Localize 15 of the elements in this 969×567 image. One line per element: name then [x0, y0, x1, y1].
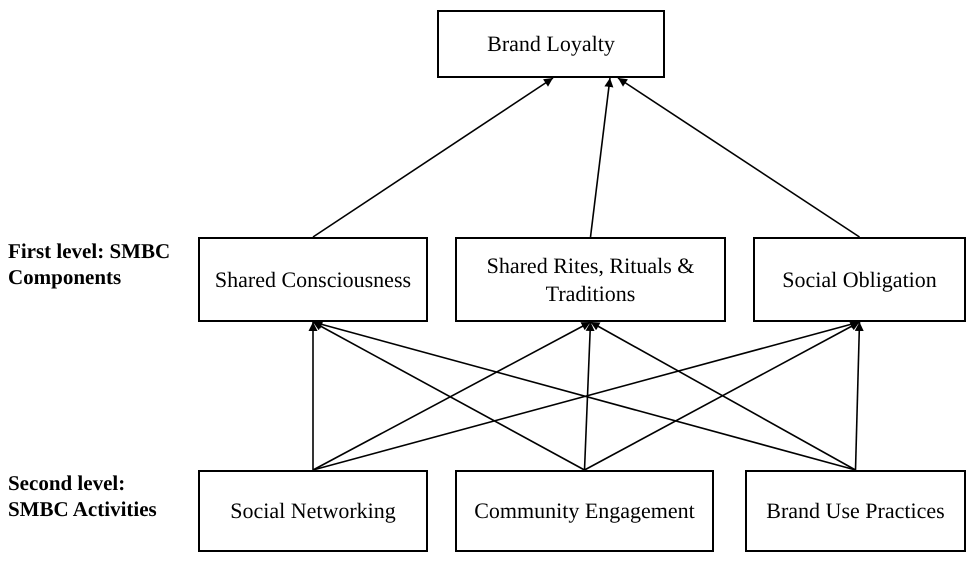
- level-label: Second level: SMBC Activities: [8, 470, 158, 522]
- level-label: First level: SMBC Components: [8, 238, 172, 290]
- concept-box: Shared Consciousness: [198, 237, 428, 322]
- concept-box: Community Engagement: [455, 470, 714, 552]
- concept-box: Brand Loyalty: [437, 10, 665, 78]
- concept-box: Shared Rites, Rituals & Traditions: [455, 237, 726, 322]
- arrow: [584, 322, 595, 470]
- concept-box: Brand Use Practices: [745, 470, 966, 552]
- arrow: [308, 322, 318, 470]
- arrow: [618, 77, 860, 238]
- arrow: [590, 78, 614, 238]
- arrow: [312, 77, 554, 238]
- concept-box: Social Networking: [198, 470, 428, 552]
- concept-box: Social Obligation: [753, 237, 966, 322]
- arrow: [854, 322, 864, 470]
